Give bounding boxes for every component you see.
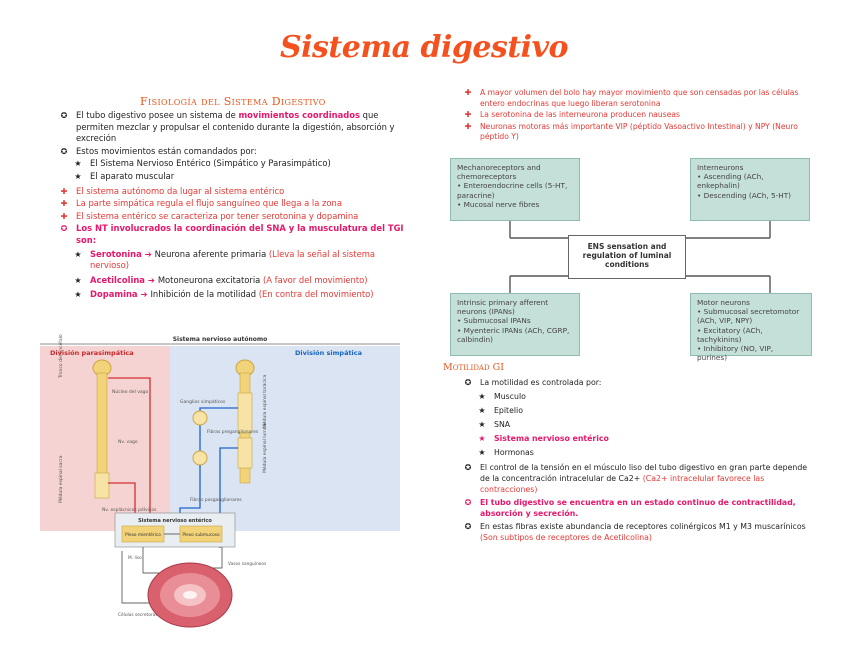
left-column: ✪ El tubo digestivo posee un sistema de … <box>58 110 408 302</box>
star-bullet-icon: ★ <box>478 448 486 457</box>
label-vago: Nv. vago <box>118 439 138 445</box>
motility-heading: Motilidad GI <box>443 362 504 373</box>
plus-bullet-icon: ✚ <box>464 121 472 131</box>
motility-item: ★Epitelio <box>462 405 817 416</box>
ipans-box: Intrinsic primary afferent neurons (IPAN… <box>450 293 580 356</box>
autonomic-nervous-system-figure: Sistema nervioso autónomo División paras… <box>40 333 400 633</box>
controller-item: ★El aparato muscular <box>58 171 408 183</box>
red-point: ✚Neuronas motoras más importante VIP (pé… <box>462 122 817 143</box>
controlled-by-point: ✪ Estos movimientos están comandados por… <box>58 146 408 158</box>
sun-bullet-icon: ✪ <box>60 111 68 120</box>
intro-point: ✪ El tubo digestivo posee un sistema de … <box>58 110 408 145</box>
label-ganglios: Ganglios simpáticos <box>180 398 226 405</box>
motor-neurons-box: Motor neurons • Submucosal secretomotor … <box>690 293 812 362</box>
sun-bullet-icon: ✪ <box>60 146 68 156</box>
right-column-top: ✚A mayor volumen del bolo hay mayor movi… <box>462 88 817 144</box>
sympathetic-panel <box>170 346 400 531</box>
mechanoreceptors-box: Mechanoreceptors and chemoreceptors • En… <box>450 158 580 221</box>
red-point: ✚A mayor volumen del bolo hay mayor movi… <box>462 88 817 109</box>
motility-item: ★Hormonas <box>462 447 817 458</box>
ans-diagram: Sistema nervioso autónomo División paras… <box>40 334 400 628</box>
nt-item: ★ Dopamina ➔ Inhibición de la motilidad … <box>58 289 408 301</box>
motility-list: ✪La motilidad es controlada por: ★Muscul… <box>462 377 817 544</box>
sun-bullet-icon: ✪ <box>60 224 68 234</box>
tension-point: ✪El control de la tensión en el músculo … <box>462 462 817 495</box>
plus-bullet-icon: ✚ <box>464 110 472 120</box>
label-mienterico: Plexo mientérico <box>125 531 161 538</box>
plus-bullet-icon: ✚ <box>60 199 68 209</box>
label-submucoso: Plexo submucoso <box>182 532 220 538</box>
red-point: ✚La serotonina de las interneurona produ… <box>462 110 817 121</box>
label-posganglionares: Fibras posganglionares <box>190 497 242 503</box>
label-toracica: Médula espinal torácica <box>261 374 268 428</box>
sun-bullet-icon: ✪ <box>464 463 472 472</box>
label-tronco: Tronco del encéfalo <box>57 334 64 379</box>
star-bullet-icon: ★ <box>74 159 82 169</box>
star-bullet-icon: ★ <box>478 420 486 429</box>
red-point: ✚El sistema entérico se caracteriza por … <box>58 211 408 223</box>
label-medula: Médula espinal sacra <box>57 455 64 503</box>
label-musculo: M. liso <box>128 555 142 561</box>
motility-item: ★SNA <box>462 419 817 430</box>
plus-bullet-icon: ✚ <box>464 88 472 97</box>
star-bullet-icon: ★ <box>478 434 486 443</box>
motility-controlled: ✪La motilidad es controlada por: <box>462 377 817 388</box>
star-bullet-icon: ★ <box>74 275 82 285</box>
section-heading-physiology: Fisiología del Sistema Digestivo <box>140 95 326 108</box>
star-bullet-icon: ★ <box>74 249 82 259</box>
intestine-illustration <box>147 562 233 628</box>
plus-bullet-icon: ✚ <box>60 211 68 221</box>
label-celulas: Células secretoras <box>118 611 158 618</box>
motility-item: ★Musculo <box>462 391 817 402</box>
intro-highlight: movimientos coordinados <box>238 110 360 120</box>
label-enteric: Sistema nervioso entérico <box>138 517 212 524</box>
label-lumbar: Médula espinal lumbar <box>261 422 268 473</box>
plus-bullet-icon: ✚ <box>60 186 68 196</box>
star-bullet-icon: ★ <box>478 392 486 401</box>
nt-item: ★ Serotonina ➔ Neurona aferente primaria… <box>58 249 408 272</box>
nt-item: ★ Acetilcolina ➔ Motoneurona excitatoria… <box>58 275 408 287</box>
sun-bullet-icon: ✪ <box>464 498 472 507</box>
label-pelvicos: Nv. esplácnicos pélvicos <box>102 506 157 513</box>
red-point: ✚La parte simpática regula el flujo sang… <box>58 198 408 210</box>
parasympathetic-label: División parasimpática <box>50 349 134 357</box>
star-bullet-icon: ★ <box>74 171 82 181</box>
red-point: ✚El sistema autónomo da lugar al sistema… <box>58 186 408 198</box>
star-bullet-icon: ★ <box>74 290 82 300</box>
ens-diagram: Mechanoreceptors and chemoreceptors • En… <box>440 153 820 362</box>
controller-item: ★El Sistema Nervioso Entérico (Simpático… <box>58 158 408 170</box>
receptors-point: ✪En estas fibras existe abundancia de re… <box>462 521 817 543</box>
figure-header: Sistema nervioso autónomo <box>173 336 268 343</box>
nt-heading: ✪Los NT involucrados la coordinación del… <box>58 223 408 246</box>
star-bullet-icon: ★ <box>478 406 486 415</box>
interneurons-box: Interneurons • Ascending (ACh, enkephali… <box>690 158 810 221</box>
state-point: ✪El tubo digestivo se encuentra en un es… <box>462 497 817 519</box>
sun-bullet-icon: ✪ <box>464 378 472 387</box>
motility-item: ★Sistema nervioso entérico <box>462 433 817 444</box>
label-nucleo: Núcleo del vago <box>112 388 148 395</box>
sun-bullet-icon: ✪ <box>464 522 472 531</box>
label-preganglionares: Fibras preganglionares <box>207 429 259 435</box>
page-title: Sistema digestivo <box>279 30 569 65</box>
ens-center-box: ENS sensation and regulation of luminal … <box>568 235 686 279</box>
sympathetic-label: División simpática <box>295 349 362 357</box>
label-vasos: Vasos sanguíneos <box>228 560 267 567</box>
